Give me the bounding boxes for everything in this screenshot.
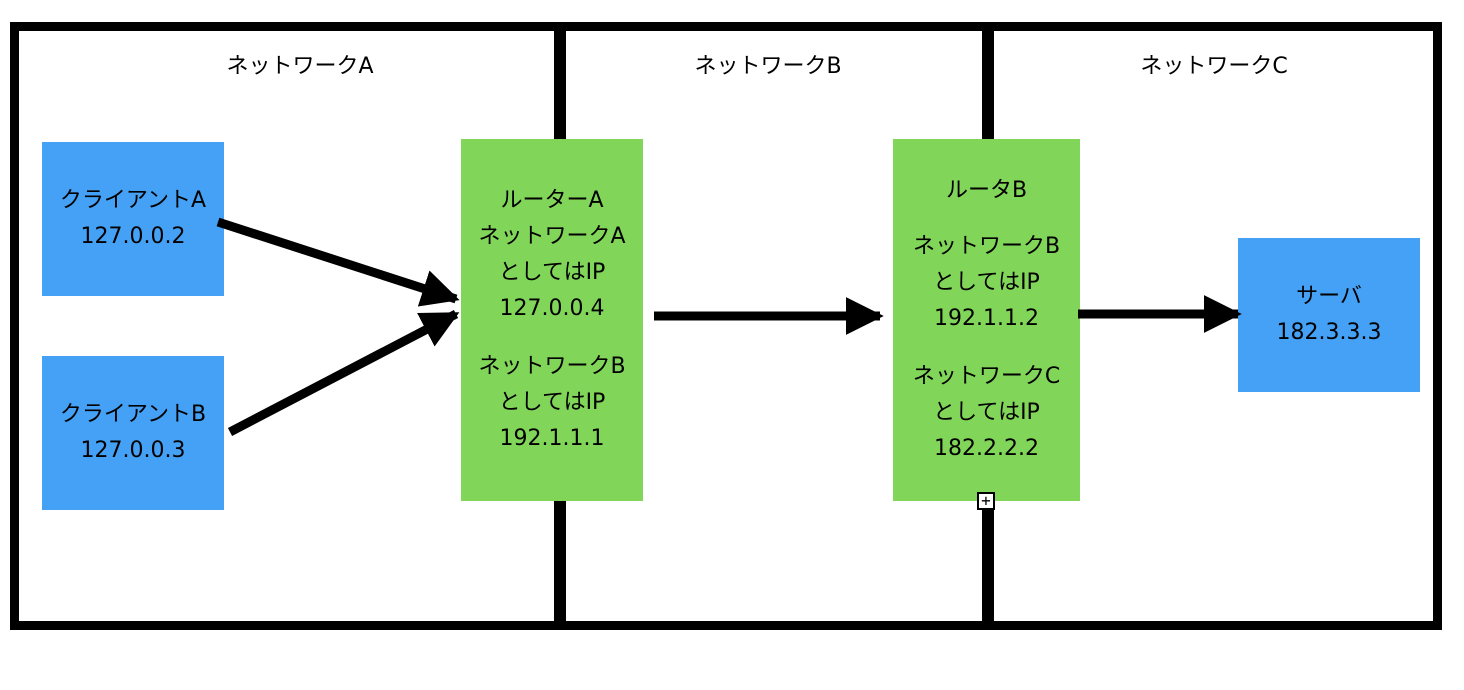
router-b-net1-label: ネットワークB — [912, 234, 1061, 259]
router-a-net2-ip: 192.1.1.1 — [499, 426, 605, 451]
network-c-label: ネットワークC — [1140, 54, 1288, 79]
client-a-ip: 127.0.0.2 — [80, 224, 186, 249]
router-a-net1-ip: 127.0.0.4 — [499, 296, 605, 321]
diagram-frame — [10, 22, 1442, 630]
client-b-node[interactable]: クライアントB 127.0.0.3 — [42, 356, 224, 510]
server-node[interactable]: サーバ 182.3.3.3 — [1238, 238, 1420, 392]
router-b-title: ルータB — [945, 178, 1028, 203]
router-a-net2-as: としてはIP — [498, 390, 606, 415]
plus-square-icon[interactable]: + — [977, 492, 995, 510]
client-a-node[interactable]: クライアントA 127.0.0.2 — [42, 142, 224, 296]
network-a-label: ネットワークA — [226, 54, 374, 79]
server-name: サーバ — [1296, 284, 1362, 309]
router-b-net2-label: ネットワークC — [912, 364, 1061, 389]
divider-b-c-bottom — [982, 500, 994, 630]
router-b-net1-ip: 192.1.1.2 — [934, 306, 1039, 331]
divider-a-b-top — [554, 22, 566, 140]
router-b-net1-as: としてはIP — [933, 270, 1040, 295]
divider-b-c-top — [982, 22, 994, 140]
router-b-net2-as: としてはIP — [933, 400, 1040, 425]
router-a-node[interactable]: ルーターA ネットワークA としてはIP 127.0.0.4 ネットワークB と… — [461, 139, 643, 501]
router-a-net2-label: ネットワークB — [478, 354, 626, 379]
client-b-name: クライアントB — [59, 402, 207, 427]
router-b-net2-ip: 182.2.2.2 — [934, 436, 1039, 461]
divider-a-b-bottom — [554, 500, 566, 630]
client-b-ip: 127.0.0.3 — [80, 438, 186, 463]
router-a-net1-label: ネットワークA — [478, 224, 626, 249]
server-ip: 182.3.3.3 — [1276, 320, 1382, 345]
router-b-node[interactable]: ルータB ネットワークB としてはIP 192.1.1.2 ネットワークC とし… — [893, 139, 1080, 501]
router-a-net1-as: としてはIP — [498, 260, 606, 285]
router-a-title: ルーターA — [500, 188, 604, 213]
network-b-label: ネットワークB — [694, 54, 842, 79]
client-a-name: クライアントA — [59, 188, 207, 213]
